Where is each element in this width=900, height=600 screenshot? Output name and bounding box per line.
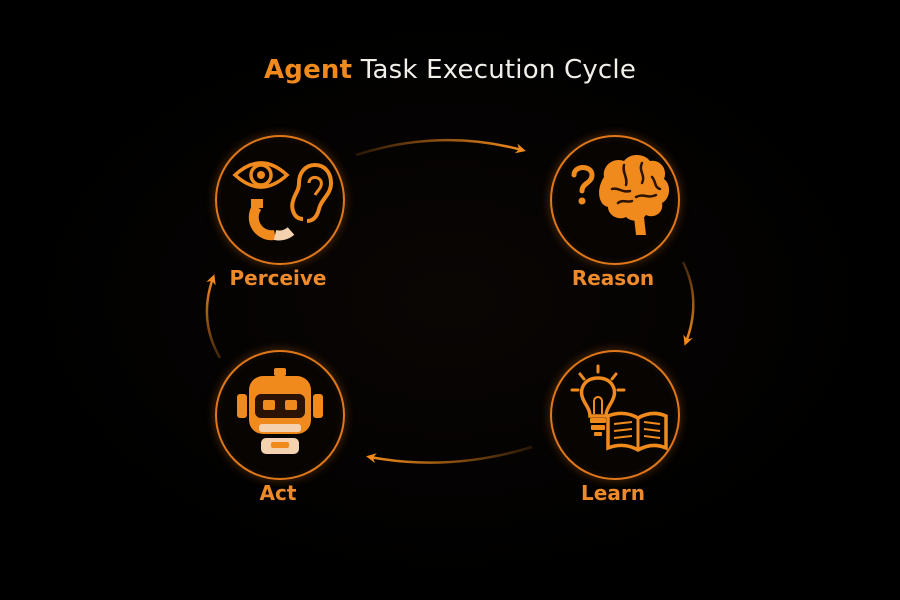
- node-learn: [550, 350, 680, 480]
- label-perceive: Perceive: [229, 266, 327, 290]
- diagram-title: Agent Task Execution Cycle: [0, 55, 900, 85]
- title-accent: Agent: [263, 55, 353, 85]
- title-rest: Task Execution Cycle: [360, 55, 637, 85]
- node-reason: [550, 135, 680, 265]
- label-learn: Learn: [581, 481, 645, 505]
- lightbulb-book-icon: [570, 364, 668, 453]
- label-reason: Reason: [571, 266, 655, 290]
- node-perceive: [215, 135, 345, 265]
- node-act: [215, 350, 345, 480]
- label-act: Act: [259, 481, 297, 505]
- arrow-act-to-perceive: [205, 274, 222, 359]
- eye-ear-icon: [232, 161, 334, 241]
- arrow-learn-to-act: [366, 445, 533, 464]
- robot-icon: [237, 368, 323, 454]
- arrow-perceive-to-reason: [355, 138, 526, 157]
- brain-question-icon: [571, 155, 670, 235]
- arrow-reason-to-learn: [681, 261, 695, 346]
